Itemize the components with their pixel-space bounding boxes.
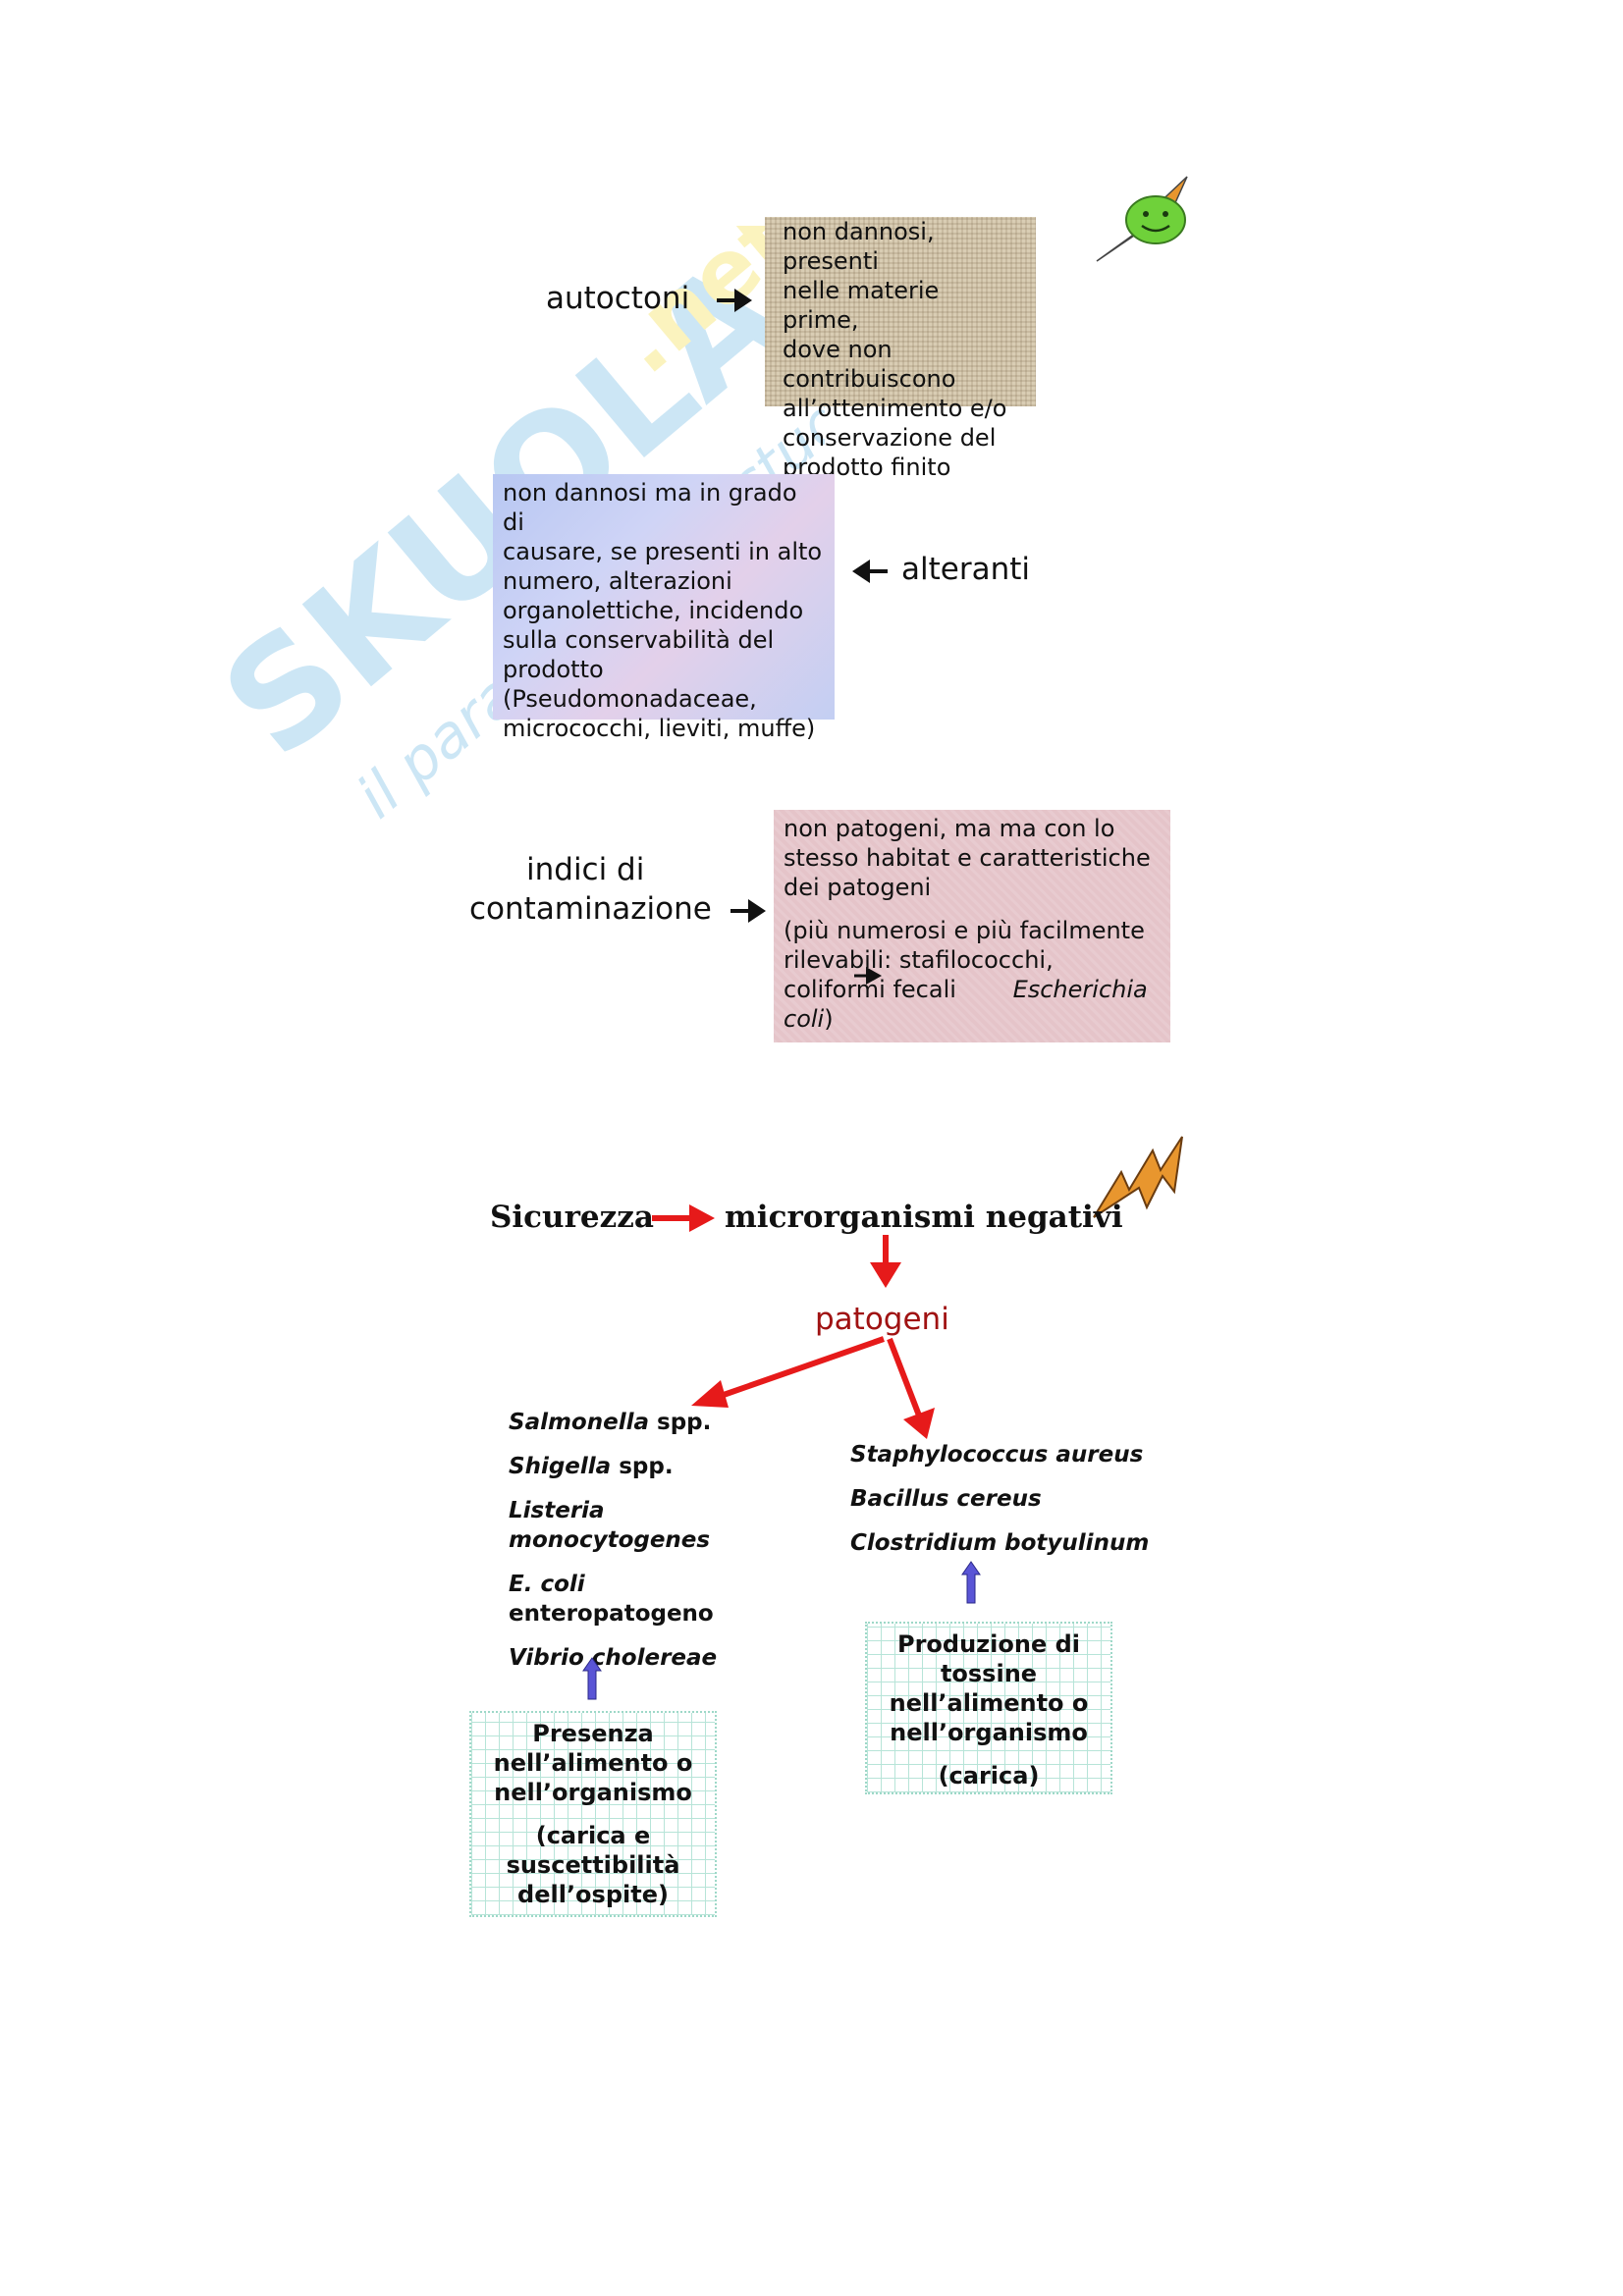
arrow-right bbox=[730, 899, 766, 923]
arrow-right bbox=[854, 967, 882, 985]
arrow-left bbox=[852, 560, 888, 583]
indici-description: non patogeni, ma ma con lo stesso habita… bbox=[774, 810, 1170, 1042]
indici-label-line1: indici di bbox=[526, 852, 645, 887]
arrow-down-red bbox=[870, 1235, 901, 1288]
alteranti-description: non dannosi ma in grado di causare, se p… bbox=[493, 474, 835, 742]
microrganismi-negativi-label: microrganismi negativi bbox=[725, 1200, 1123, 1235]
autoctoni-description: non dannosi, presenti nelle materie prim… bbox=[765, 217, 1036, 481]
indici-label-line2: contaminazione bbox=[469, 891, 712, 927]
arrow-right-red bbox=[652, 1204, 715, 1232]
arrow-up-blue bbox=[961, 1561, 981, 1604]
right-species-list: Staphylococcus aureus Bacillus cereus Cl… bbox=[850, 1442, 1150, 1556]
presenza-box: Presenza nell’alimento o nell’organismo … bbox=[469, 1711, 717, 1917]
lightning-bolt-icon bbox=[1093, 1136, 1183, 1218]
branch-arrows bbox=[691, 1336, 935, 1439]
autoctoni-label: autoctoni bbox=[546, 281, 690, 316]
arrow-right bbox=[717, 289, 752, 312]
arrow-up-blue bbox=[582, 1657, 602, 1700]
alteranti-label: alteranti bbox=[901, 552, 1030, 587]
sicurezza-label: Sicurezza bbox=[490, 1200, 654, 1235]
patogeni-label: patogeni bbox=[815, 1302, 949, 1337]
smiley-face-icon bbox=[1096, 176, 1188, 262]
produzione-box: Produzione di tossine nell’alimento o ne… bbox=[865, 1622, 1112, 1794]
